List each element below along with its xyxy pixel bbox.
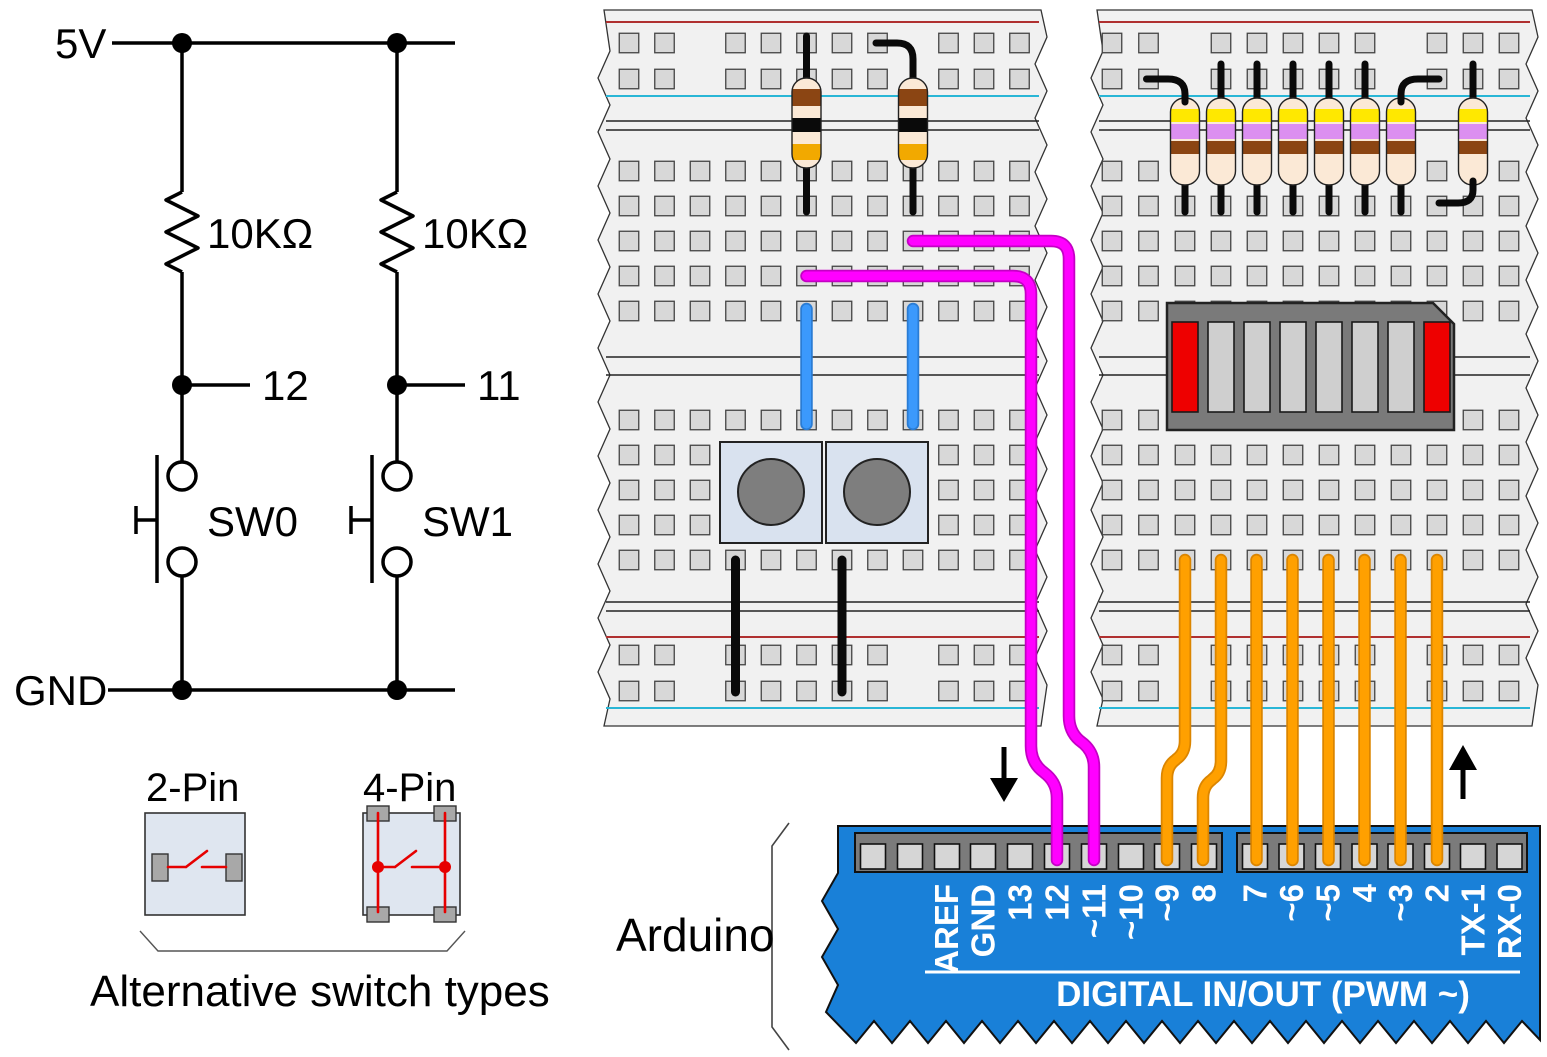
node-12-label: 12 <box>262 362 309 409</box>
pin-label-13: 13 <box>1002 884 1039 921</box>
pin-label-10: ~10 <box>1113 884 1150 940</box>
pin-label-4: 4 <box>1346 883 1383 902</box>
switch-sw0-symbol <box>134 455 198 583</box>
pullup-resistor-1 <box>791 32 822 216</box>
alternative-switch-types: 2-Pin 4-Pin Alternative switch types <box>90 766 550 1016</box>
vcc-label: 5V <box>55 20 106 67</box>
down-arrow-icon <box>990 778 1018 802</box>
arduino-caption: DIGITAL IN/OUT (PWM ~) <box>1056 975 1470 1014</box>
4-pin-switch <box>362 805 461 923</box>
switch-sw1-symbol <box>349 455 413 583</box>
arduino-label: Arduino <box>616 909 775 961</box>
pin-label-8: 8 <box>1186 884 1223 902</box>
pushbutton-sw0 <box>719 441 823 544</box>
pin-label-7: 7 <box>1237 884 1274 902</box>
arduino-annotations: Arduino <box>616 822 790 1051</box>
pin-label-6: ~6 <box>1273 884 1310 922</box>
pushbutton-sw1 <box>825 441 929 544</box>
2-pin-switch <box>144 812 246 916</box>
arduino-headers <box>854 832 1528 873</box>
pin-label-tx1: TX-1 <box>1455 884 1492 956</box>
pin-label-aref: AREF <box>928 884 965 974</box>
pin-label-rx0: RX-0 <box>1491 884 1528 959</box>
pullup-resistor-2 <box>872 39 929 216</box>
pin-label-5: ~5 <box>1310 884 1347 922</box>
resistor-value-right: 10KΩ <box>422 210 528 257</box>
pin-label-9: ~9 <box>1149 884 1186 922</box>
pin-label-11: ~11 <box>1076 884 1113 938</box>
4-pin-label: 4-Pin <box>363 766 456 810</box>
pin-label-gnd: GND <box>965 884 1002 957</box>
alt-switch-title: Alternative switch types <box>90 967 550 1016</box>
schematic: 5V GND 10KΩ 10KΩ 12 11 SW0 SW1 <box>14 20 528 714</box>
up-arrow-icon <box>1449 745 1477 770</box>
arduino-board <box>820 825 1541 1045</box>
button-ground-wires <box>731 555 847 697</box>
underbrace <box>139 930 466 952</box>
gnd-label: GND <box>14 667 107 714</box>
flow-arrows <box>990 745 1477 802</box>
resistor-value-left: 10KΩ <box>207 210 313 257</box>
pin-label-12: 12 <box>1039 884 1076 921</box>
2-pin-label: 2-Pin <box>146 766 239 810</box>
pin-label-2: 2 <box>1419 884 1456 902</box>
led-series-resistors-470 <box>1169 60 1489 216</box>
led-bar-graph <box>1165 301 1456 432</box>
arduino-bracket <box>771 822 790 1051</box>
sw1-label: SW1 <box>422 498 513 545</box>
resistor-hook-leads <box>1143 75 1477 207</box>
arduino-pin-labels: AREF GND 13 12 ~11 ~10 ~9 8 7 ~6 ~5 4 ~3… <box>925 883 1528 1014</box>
led-segment-red-right <box>1423 321 1451 413</box>
node-11-label: 11 <box>477 362 521 409</box>
pin-label-3: ~3 <box>1382 884 1419 922</box>
sw0-label: SW0 <box>207 498 298 545</box>
led-segment-red-left <box>1171 321 1199 413</box>
